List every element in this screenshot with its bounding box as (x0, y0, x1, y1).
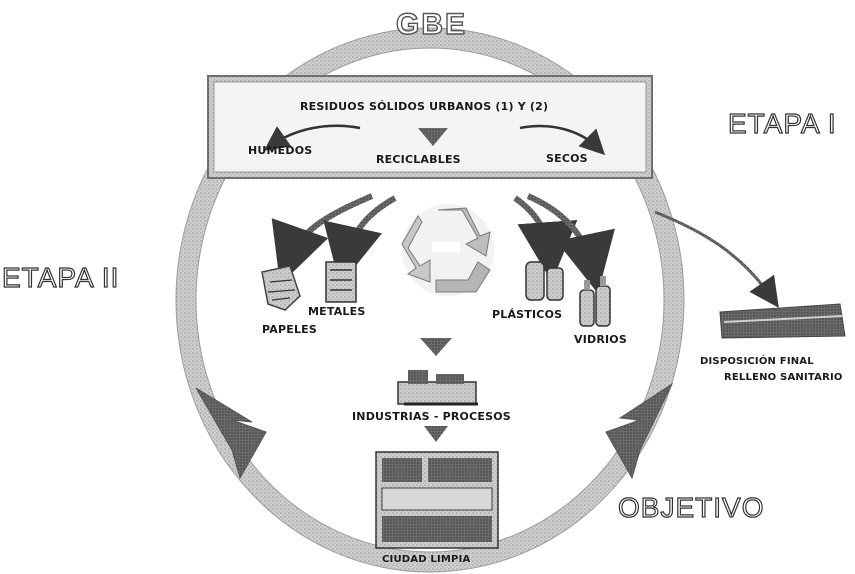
metals-icon (325, 261, 357, 303)
papers-icon (261, 265, 301, 311)
arrow-to-humedos (263, 124, 361, 151)
industrias-label: INDUSTRIAS - PROCESOS (352, 410, 511, 423)
glass-icon (579, 276, 611, 327)
vidrios-label: VIDRIOS (574, 333, 627, 346)
arrow-to-vidrios (526, 193, 615, 294)
papeles-label: PAPELES (262, 323, 317, 336)
secos-label: SECOS (546, 152, 588, 165)
left-ring-arrowhead (195, 387, 267, 480)
plastics-icon (525, 261, 564, 301)
objetivo-label: OBJETIVO (617, 491, 765, 523)
metales-label: METALES (308, 305, 366, 318)
disposicion-label: DISPOSICIÓN FINAL (700, 356, 814, 367)
cycle-ring (176, 28, 684, 572)
city-icon (375, 451, 499, 549)
arrow-to-secos (519, 124, 606, 156)
cycle-ring-edge (175, 27, 685, 573)
arrow-to-metales (323, 195, 397, 286)
arrow-to-ciudad (424, 426, 448, 442)
relleno-label: RELLENO SANITARIO (724, 372, 843, 383)
arrow-to-plasticos (513, 195, 578, 282)
gbe-label: GBE (395, 7, 468, 41)
plasticos-label: PLÁSTICOS (492, 308, 563, 321)
reciclables-label: RECICLABLES (376, 153, 461, 166)
arrow-to-disposicion (654, 210, 779, 308)
cycle-ring-inner-edge (195, 47, 665, 553)
recycle-icon (401, 204, 494, 296)
factory-icon (397, 370, 478, 406)
landfill-icon (719, 303, 846, 339)
etapa-i-label: ETAPA I (727, 107, 837, 139)
arrow-to-reciclables (418, 128, 448, 146)
right-ring-arrowhead (605, 382, 674, 480)
rsu-label: RESIDUOS SÓLIDOS URBANOS (1) Y (2) (300, 100, 549, 113)
arrow-to-papeles (271, 193, 374, 285)
ciudad-label: CIUDAD LIMPIA (382, 554, 471, 565)
humedos-label: HUMEDOS (248, 144, 313, 157)
arrow-to-industrias (420, 338, 452, 356)
etapa-ii-label: ETAPA II (1, 261, 120, 293)
